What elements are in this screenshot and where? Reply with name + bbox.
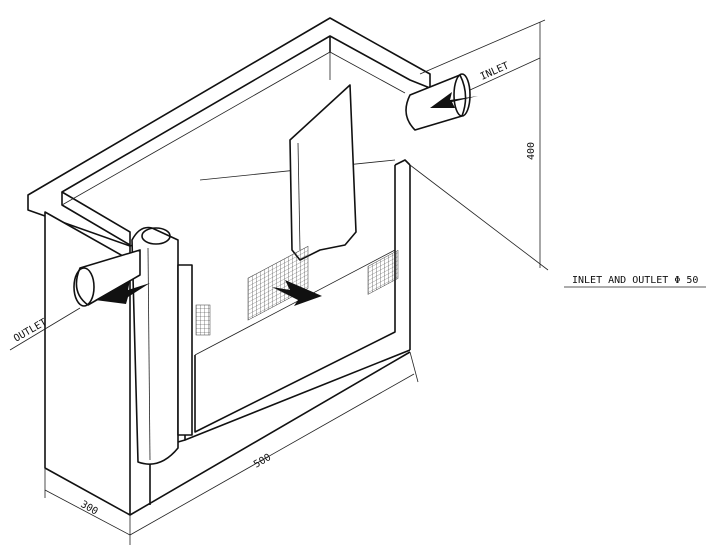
width-dimension-label: 300	[79, 499, 100, 518]
mesh-screens	[195, 245, 399, 336]
outlet-riser-pipe	[131, 226, 193, 465]
height-dimension-label: 400	[526, 142, 537, 160]
dimension-height: 400	[409, 19, 549, 271]
inlet-label: INLET	[479, 60, 511, 82]
inlet-pipe	[405, 73, 478, 131]
flow-arrow-center	[272, 280, 322, 306]
inlet-flow-arrow	[430, 92, 478, 108]
outlet-pipe	[73, 249, 150, 307]
outlet-flow-arrow	[95, 280, 150, 304]
central-baffle	[289, 84, 357, 261]
outlet-label: OUTLET	[12, 317, 49, 345]
pipe-diameter-note: INLET AND OUTLET Φ 50	[572, 275, 698, 286]
length-dimension-label: 500	[252, 452, 273, 471]
top-rim	[27, 17, 431, 247]
